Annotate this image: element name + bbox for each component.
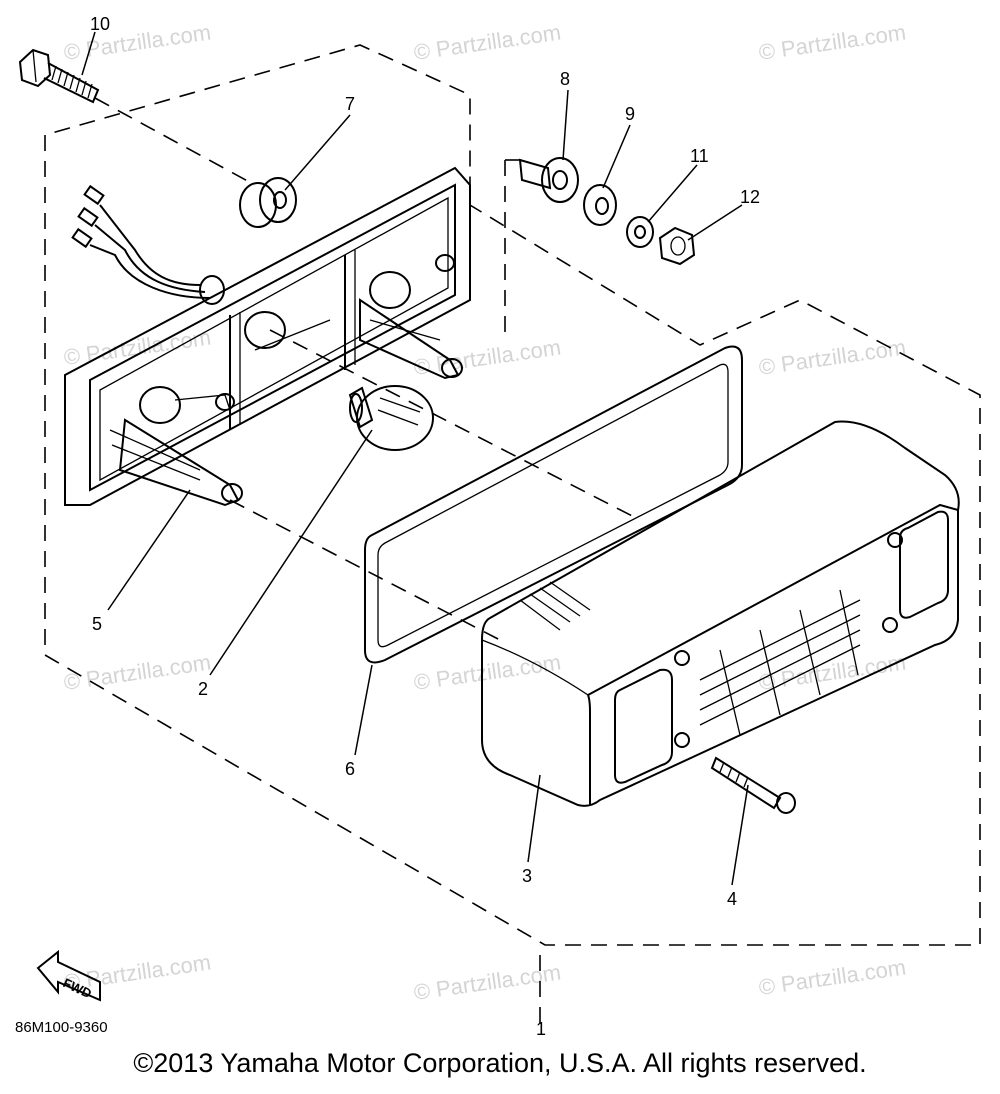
callout-3: 3 bbox=[522, 866, 532, 886]
watermarks: © Partzilla.com © Partzilla.com © Partzi… bbox=[62, 20, 907, 1005]
nut-part-12 bbox=[658, 226, 696, 266]
callout-12: 12 bbox=[740, 187, 760, 207]
callout-10: 10 bbox=[90, 14, 110, 34]
watermark-6: © Partzilla.com bbox=[757, 335, 907, 380]
copyright-notice: ©2013 Yamaha Motor Corporation, U.S.A. A… bbox=[133, 1048, 867, 1078]
callout-2: 2 bbox=[198, 679, 208, 699]
callout-8: 8 bbox=[560, 69, 570, 89]
watermark-2: © Partzilla.com bbox=[412, 20, 562, 65]
assembly-boundary bbox=[44, 44, 981, 946]
mounting-lines bbox=[94, 97, 641, 641]
callout-5: 5 bbox=[92, 614, 102, 634]
collar-part-8 bbox=[518, 157, 579, 203]
callout-numbers: 10 7 8 9 11 12 5 2 6 3 4 1 bbox=[90, 14, 760, 1039]
diagram-code: 86M100-9360 bbox=[15, 1019, 108, 1036]
callout-9: 9 bbox=[625, 104, 635, 124]
gasket-part-6 bbox=[364, 345, 743, 664]
screw-part-4 bbox=[710, 756, 796, 814]
callout-7: 7 bbox=[345, 94, 355, 114]
callout-11: 11 bbox=[690, 146, 709, 166]
callout-4: 4 bbox=[727, 889, 737, 909]
watermark-8: © Partzilla.com bbox=[412, 650, 562, 695]
washer-part-9 bbox=[583, 184, 617, 226]
lens-part-3 bbox=[481, 420, 960, 807]
spring-washer-part-11 bbox=[626, 216, 654, 248]
watermark-12: © Partzilla.com bbox=[757, 955, 907, 1000]
leader-lines bbox=[81, 31, 749, 886]
watermark-7: © Partzilla.com bbox=[62, 650, 212, 695]
watermark-1: © Partzilla.com bbox=[62, 20, 212, 65]
bulb-part-2 bbox=[348, 385, 434, 451]
housing-part-5 bbox=[64, 166, 471, 507]
watermark-4: © Partzilla.com bbox=[62, 325, 212, 370]
callout-1: 1 bbox=[536, 1019, 546, 1039]
watermark-9: © Partzilla.com bbox=[757, 650, 907, 695]
watermark-3: © Partzilla.com bbox=[757, 20, 907, 65]
grommet-part-7 bbox=[239, 177, 297, 228]
bolt-part-10 bbox=[18, 48, 100, 104]
callout-6: 6 bbox=[345, 759, 355, 779]
